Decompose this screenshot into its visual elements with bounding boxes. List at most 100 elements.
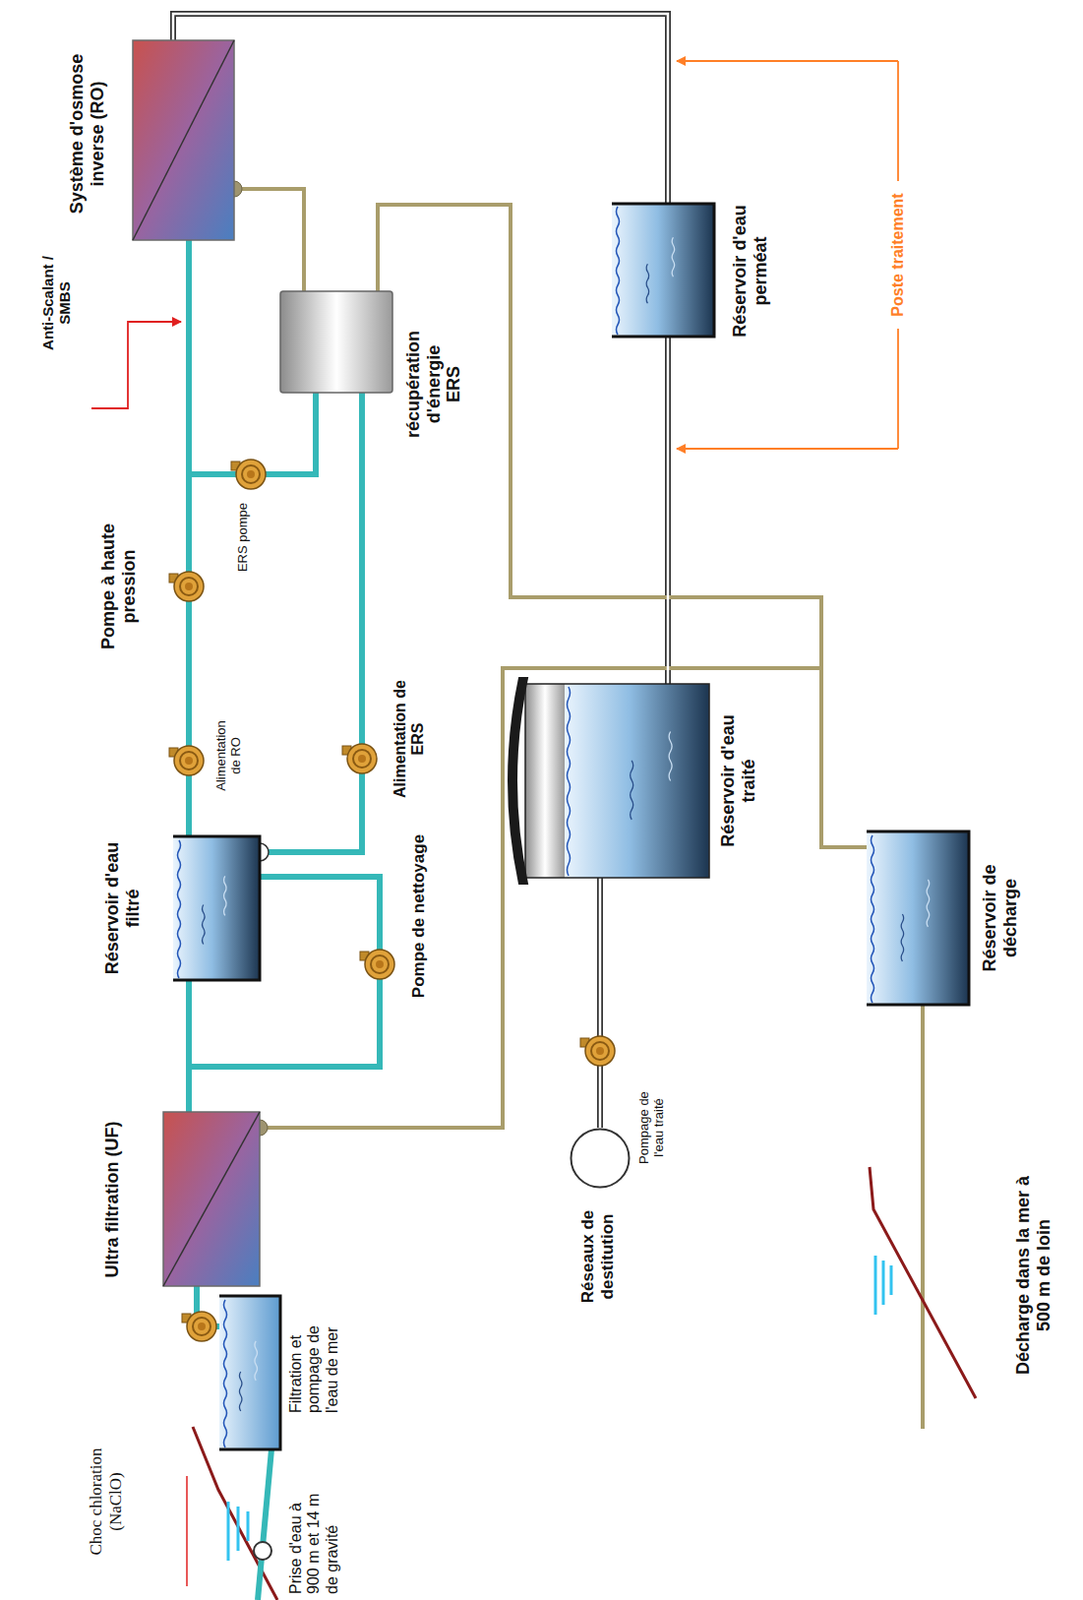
- water-lines: [875, 1255, 892, 1315]
- plain-label: Anti-Scalant / SMBS: [39, 239, 74, 367]
- node-label: Réservoir de décharge: [979, 843, 1021, 992]
- water-pipe: [597, 877, 603, 1128]
- tank-wall: [219, 1295, 281, 1449]
- pump-casing: [347, 743, 377, 774]
- water-fill: [173, 836, 260, 980]
- membrane-line: [163, 1111, 260, 1286]
- treatment-arrow: [676, 60, 899, 62]
- pump-ring: [370, 955, 389, 973]
- node-label: Réseaux de destitution: [578, 1198, 617, 1315]
- water-ripple: [671, 237, 675, 277]
- pump-symbol: [580, 1035, 615, 1066]
- membrane-line: [132, 40, 235, 241]
- pump-casing: [364, 949, 395, 979]
- storage-tank-outline: [611, 203, 715, 337]
- pump-symbol: [169, 571, 204, 602]
- energy-recovery: récupération d'énergie ERS: [280, 291, 393, 393]
- water-surface: [567, 686, 571, 876]
- pump-hub: [184, 756, 193, 765]
- plain-label: Pompage de l'eau traité: [637, 1085, 667, 1169]
- process-pipe: [234, 188, 304, 292]
- tank-cap: [508, 677, 528, 884]
- pump-symbol: [231, 459, 266, 489]
- pump-casing: [174, 745, 204, 776]
- water-surface: [224, 1299, 228, 1447]
- tank-outline: [525, 683, 710, 878]
- pipe-core: [599, 877, 602, 1128]
- water-surface: [616, 206, 620, 335]
- storage-tank: Réservoir d'eau perméat: [611, 203, 715, 337]
- membrane-body: [132, 40, 235, 241]
- node-label: Réservoir d'eau filtré: [102, 824, 143, 992]
- ers-body: [280, 291, 393, 393]
- pump-casing: [186, 1311, 217, 1341]
- pump-casing: [174, 571, 204, 602]
- pump-ring: [241, 465, 260, 483]
- shoreline: [192, 1426, 278, 1600]
- membrane-body: [163, 1111, 260, 1286]
- pipe-core: [666, 336, 670, 684]
- plain-label: Prise d'eau à 900 m et 14 m de gravité: [287, 1480, 342, 1594]
- water-ripple: [202, 904, 206, 945]
- membrane-unit: Système d'osmose inverse (RO): [132, 40, 235, 241]
- pump-symbol: [169, 745, 204, 776]
- plain-label: Pompe de nettoyage: [409, 822, 429, 1010]
- intake-pipe: [257, 1448, 272, 1600]
- tank-band: [525, 683, 565, 878]
- storage-tank-outline: [173, 836, 260, 980]
- process-pipe: [259, 667, 867, 1128]
- pump-hub: [596, 1046, 604, 1055]
- pipe-core: [173, 13, 668, 204]
- pump-ring: [353, 749, 371, 768]
- water-pipe: [664, 336, 671, 684]
- plain-label: Décharge dans la mer à 500 m de loin: [1013, 1174, 1054, 1376]
- water-fill: [611, 203, 715, 337]
- pump-ring: [192, 1317, 211, 1335]
- water-ripple: [668, 731, 672, 782]
- water-surface: [178, 840, 181, 978]
- plain-label: Poste traitement: [888, 180, 908, 329]
- pump-symbol: [360, 949, 395, 979]
- water-fill: [219, 1295, 281, 1449]
- pump-ring: [180, 751, 198, 770]
- treatment-arrow: [676, 447, 899, 450]
- intake-head: [253, 1541, 272, 1560]
- pump-hub: [197, 1322, 206, 1330]
- pump-symbol: [342, 743, 377, 774]
- network-outline: [571, 1129, 630, 1188]
- pump-hub: [358, 754, 366, 763]
- water-lines: [228, 1501, 248, 1561]
- tank-wall: [866, 831, 969, 1005]
- illustration: [91, 60, 976, 1600]
- edge-group: [173, 13, 867, 1326]
- shoreline: [869, 1166, 976, 1398]
- chlorination-line: [185, 1475, 188, 1586]
- energy-recovery-outline: [280, 291, 393, 393]
- pump-ring: [591, 1041, 609, 1060]
- water-ripple: [239, 1371, 242, 1411]
- water-ripple: [646, 263, 650, 303]
- node-label: Réservoir d'eau perméat: [729, 189, 771, 353]
- plain-label: Choc chloration (NaClO): [86, 1422, 125, 1580]
- water-fill: [564, 683, 710, 878]
- dosing-arrow: [91, 321, 181, 409]
- pump-casing: [236, 459, 266, 489]
- plain-label: ERS pompe: [236, 497, 251, 577]
- pump-ring: [180, 577, 198, 596]
- node-label: Filtration et pompage de l'eau de mer: [287, 1299, 342, 1413]
- network-circle-outline: [569, 1127, 631, 1189]
- water-ripple: [254, 1340, 258, 1381]
- membrane-unit-outline: [132, 40, 235, 241]
- storage-tank: Réservoir d'eau filtré: [173, 836, 260, 980]
- water-ripple: [926, 879, 930, 927]
- pump-hub: [246, 470, 255, 479]
- node-label: Réservoir d'eau traité: [718, 699, 759, 862]
- storage-tank-outline: [866, 831, 969, 1005]
- storage-tank: Réservoir de décharge: [866, 831, 969, 1005]
- pump-hub: [184, 582, 193, 591]
- membrane-unit-outline: [163, 1111, 260, 1286]
- membrane-unit: Ultra filtration (UF): [163, 1111, 260, 1286]
